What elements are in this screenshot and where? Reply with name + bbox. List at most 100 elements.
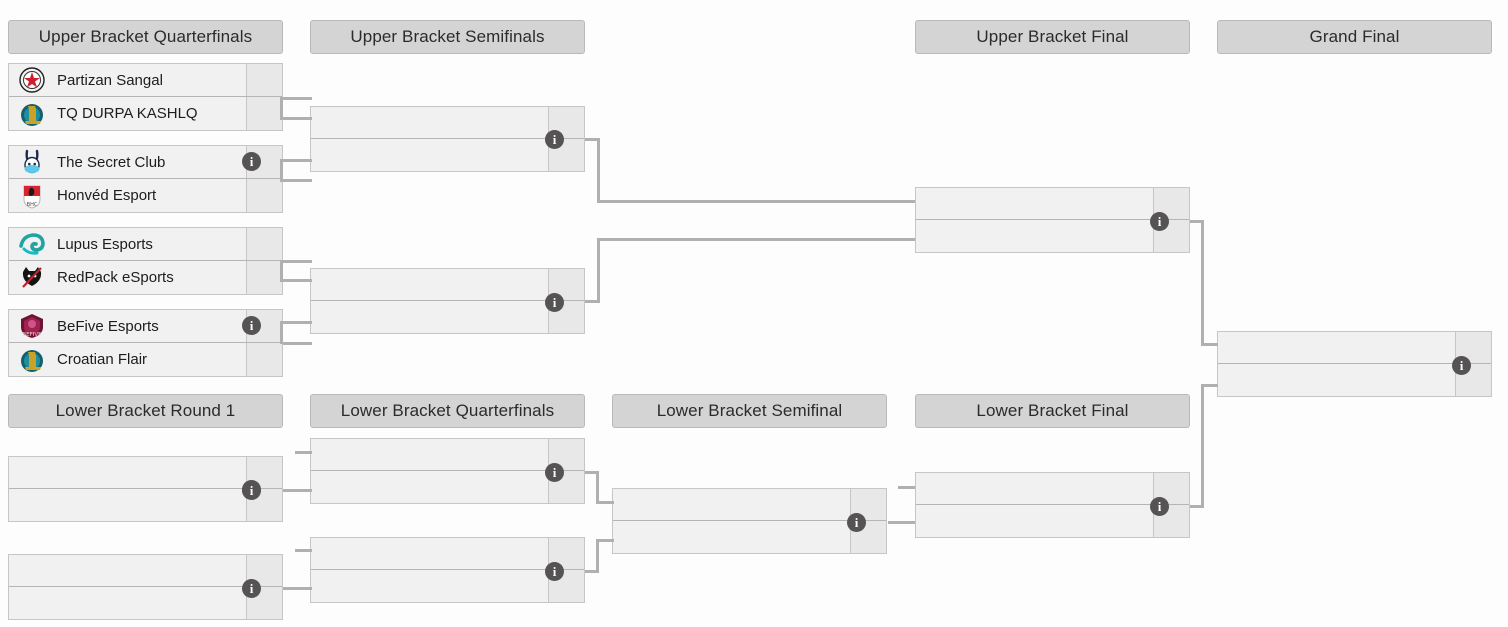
match-slot-bottom[interactable]: TQ DURPA KASHLQ [9, 97, 282, 130]
match-info-icon[interactable]: i [242, 579, 261, 598]
match-info-icon[interactable]: i [545, 130, 564, 149]
match-lbqf1[interactable]: i [310, 438, 585, 504]
match-slot-bottom[interactable]: BHC Honvéd Esport [9, 179, 282, 212]
match-slot-bottom[interactable] [916, 220, 1189, 252]
match-info-icon[interactable]: i [545, 293, 564, 312]
match-lbqf2[interactable]: i [310, 537, 585, 603]
team-cell [311, 570, 548, 602]
match-ubqf4[interactable]: BEFIVE BeFive Esports Croatian Flair i [8, 309, 283, 377]
match-slot-top[interactable]: The Secret Club [9, 146, 282, 179]
match-slot-top[interactable] [916, 188, 1189, 220]
connector-gf-vert-top [1201, 220, 1204, 345]
connector-lbqf1-out [585, 471, 599, 474]
match-slot-bottom[interactable] [9, 489, 282, 521]
match-slot-top[interactable] [311, 107, 584, 139]
connector-lbr1b-out [283, 587, 312, 590]
match-info-icon[interactable]: i [1150, 212, 1169, 231]
team-name: TQ DURPA KASHLQ [57, 105, 198, 122]
match-slot-top[interactable] [311, 538, 584, 570]
round-header-label: Lower Bracket Final [976, 401, 1129, 420]
score-cell [246, 179, 282, 212]
connector-ubqf1-out [283, 97, 312, 100]
connector-lbqf1-vert [596, 471, 599, 504]
match-slot-bottom[interactable] [311, 301, 584, 333]
match-slot-top[interactable] [9, 457, 282, 489]
match-lbsf1[interactable]: i [612, 488, 887, 554]
match-ubqf2[interactable]: The Secret Club BHC Honvéd Esport i [8, 145, 283, 335]
match-slot-bottom[interactable]: Croatian Flair [9, 343, 282, 376]
connector-ubsf1-vert [597, 138, 600, 203]
match-ubqf3[interactable]: Lupus Esports RedPack eSports i [8, 227, 283, 499]
match-slot-bottom[interactable] [613, 521, 886, 553]
round-header-lower-bracket-quarterfinals: Lower Bracket Quarterfinals [310, 394, 585, 428]
match-lbr1b[interactable]: i [8, 554, 283, 620]
match-slot-top[interactable] [916, 473, 1189, 505]
round-header-lower-bracket-final: Lower Bracket Final [915, 394, 1190, 428]
team-name: Lupus Esports [57, 235, 153, 253]
match-info-icon[interactable]: i [242, 316, 261, 335]
team-cell [916, 220, 1153, 252]
tq-durpa-kashlq-logo [17, 99, 47, 129]
connector-lbqf2-out [585, 570, 599, 573]
match-ubqf1[interactable]: Partizan Sangal TQ DURPA KASHLQ i [8, 63, 283, 171]
match-slot-top[interactable]: Lupus Esports [9, 228, 282, 261]
match-info-icon[interactable]: i [242, 481, 261, 500]
connector-ubqf4-vert [280, 321, 283, 344]
match-slot-bottom[interactable] [1218, 364, 1491, 396]
match-ubf1[interactable]: i [915, 187, 1190, 253]
team-name: Partizan Sangal [57, 71, 163, 89]
team-cell [916, 505, 1153, 537]
match-slot-top[interactable] [311, 269, 584, 301]
match-slot-bottom[interactable] [311, 471, 584, 503]
round-header-label: Upper Bracket Final [976, 27, 1129, 46]
match-info-icon[interactable]: i [545, 463, 564, 482]
connector-lbqf1-in-top [295, 451, 312, 454]
match-lbr1a[interactable]: i [8, 456, 283, 522]
match-slot-bottom[interactable] [9, 587, 282, 619]
match-lbf1[interactable]: i [915, 472, 1190, 538]
svg-text:BEFIVE: BEFIVE [22, 332, 42, 338]
round-header-label: Grand Final [1309, 27, 1400, 46]
match-info-icon[interactable]: i [242, 152, 261, 171]
team-cell: The Secret Club [9, 146, 246, 178]
team-name: The Secret Club [57, 153, 166, 171]
match-info-icon[interactable]: i [1150, 497, 1169, 516]
honved-esport-logo: BHC [17, 181, 47, 211]
match-slot-top[interactable]: Partizan Sangal [9, 64, 282, 97]
connector-lbf-out [1190, 505, 1204, 508]
match-slot-top[interactable] [311, 439, 584, 471]
befive-esports-logo: BEFIVE [17, 311, 47, 341]
team-cell [1218, 364, 1455, 396]
match-info-icon[interactable]: i [847, 513, 866, 532]
connector-lbr1a-out [283, 489, 312, 492]
match-slot-bottom[interactable]: RedPack eSports [9, 261, 282, 294]
connector-lbsf-out [888, 521, 915, 524]
connector-ubf-in-top [597, 200, 915, 203]
match-slot-top[interactable] [1218, 332, 1491, 364]
redpack-esports-logo [17, 263, 47, 293]
team-cell: BEFIVE BeFive Esports [9, 310, 246, 342]
connector-lbf-in-top [898, 486, 915, 489]
match-slot-bottom[interactable] [311, 570, 584, 602]
connector-ubsf2-in-bottom [280, 321, 312, 324]
team-name: RedPack eSports [57, 269, 174, 286]
team-name: BeFive Esports [57, 317, 159, 335]
match-info-icon[interactable]: i [1452, 356, 1471, 375]
connector-lbqf2-vert [596, 539, 599, 573]
match-ubsf2[interactable]: i [310, 268, 585, 334]
match-grand-final[interactable]: i [1217, 331, 1492, 397]
team-cell [9, 555, 246, 586]
score-cell [246, 261, 282, 294]
match-ubsf1[interactable]: i [310, 106, 585, 172]
connector-lbsf-in-bottom [596, 539, 614, 542]
connector-ubqf4-out [283, 342, 312, 345]
match-slot-bottom[interactable] [311, 139, 584, 171]
team-cell [916, 188, 1153, 219]
match-slot-top[interactable]: BEFIVE BeFive Esports [9, 310, 282, 343]
round-header-upper-bracket-final: Upper Bracket Final [915, 20, 1190, 54]
match-slot-top[interactable] [9, 555, 282, 587]
match-info-icon[interactable]: i [545, 562, 564, 581]
svg-text:BHC: BHC [27, 202, 38, 208]
match-slot-top[interactable] [613, 489, 886, 521]
match-slot-bottom[interactable] [916, 505, 1189, 537]
